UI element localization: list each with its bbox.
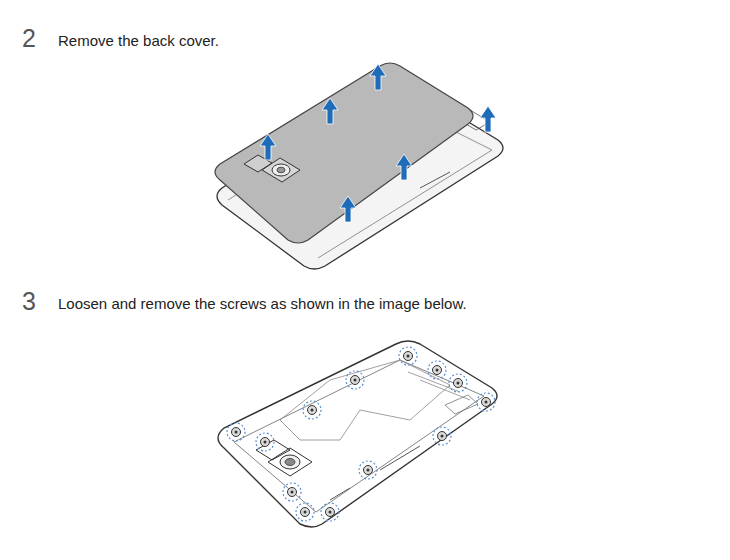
screw-markers bbox=[227, 347, 495, 521]
step-instruction: Loosen and remove the screws as shown in… bbox=[58, 295, 467, 313]
lift-arrows bbox=[260, 64, 496, 222]
camera-window bbox=[244, 155, 300, 182]
phone-frame bbox=[218, 341, 497, 527]
back-cover bbox=[215, 63, 473, 243]
step-number: 2 bbox=[22, 26, 36, 51]
step-number: 3 bbox=[22, 289, 36, 314]
step-instruction: Remove the back cover. bbox=[58, 32, 219, 50]
